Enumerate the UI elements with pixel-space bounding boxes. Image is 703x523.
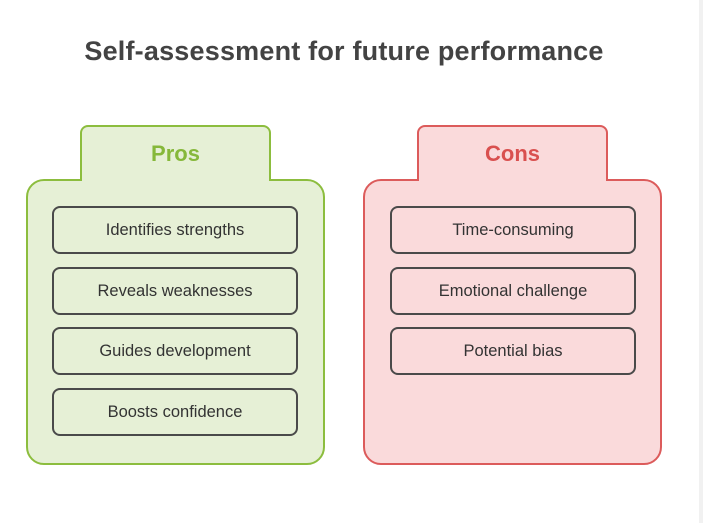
pros-item: Reveals weaknesses <box>52 267 298 315</box>
cons-item: Potential bias <box>390 327 636 375</box>
cons-item: Time-consuming <box>390 206 636 254</box>
page-edge-strip <box>699 0 703 523</box>
cons-header-tab: Cons <box>417 125 608 181</box>
diagram-title: Self-assessment for future performance <box>84 36 604 66</box>
pros-item: Guides development <box>52 327 298 375</box>
cons-item: Emotional challenge <box>390 267 636 315</box>
pros-item: Identifies strengths <box>52 206 298 254</box>
pros-header-tab: Pros <box>80 125 271 181</box>
pros-item: Boosts confidence <box>52 388 298 436</box>
